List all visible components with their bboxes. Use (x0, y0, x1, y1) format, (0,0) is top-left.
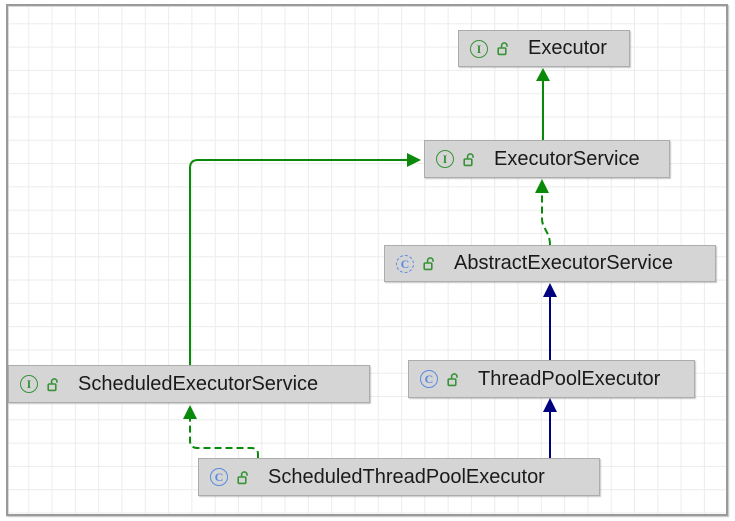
node-executor[interactable]: I Executor (458, 30, 630, 67)
node-scheduled-thread-pool-executor[interactable]: C ScheduledThreadPoolExecutor (198, 458, 600, 496)
node-executor-service[interactable]: I ExecutorService (424, 140, 670, 178)
edge-abstractexecutorservice-implements-executorservice[interactable] (535, 179, 551, 246)
interface-icon: I (436, 150, 454, 168)
interface-icon: I (470, 39, 488, 58)
edge-scheduledexecutorservice-extends-executorservice[interactable] (189, 153, 421, 365)
unlocked-icon (237, 470, 248, 484)
edge-executorservice-extends-executor[interactable] (536, 68, 550, 140)
abstract-class-icon: C (396, 254, 414, 273)
edge-scheduledthreadpoolexecutor-extends-threadpoolexecutor[interactable] (543, 398, 557, 458)
node-label: ExecutorService (494, 147, 640, 170)
edge-scheduledthreadpoolexecutor-implements-scheduledexecutorservice[interactable] (183, 405, 259, 458)
node-label: ScheduledThreadPoolExecutor (268, 465, 545, 488)
unlocked-icon (497, 42, 508, 56)
unlocked-icon (463, 152, 474, 166)
unlocked-icon (447, 372, 458, 386)
node-label: ScheduledExecutorService (78, 372, 319, 395)
edge-threadpoolexecutor-extends-abstractexecutorservice[interactable] (543, 283, 557, 360)
node-abstract-executor-service[interactable]: C AbstractExecutorService (384, 245, 716, 282)
unlocked-icon (423, 257, 434, 271)
node-thread-pool-executor[interactable]: C ThreadPoolExecutor (408, 360, 695, 398)
node-label: ThreadPoolExecutor (478, 367, 661, 390)
class-icon: C (420, 370, 438, 388)
class-icon: C (210, 468, 228, 486)
node-scheduled-executor-service[interactable]: I ScheduledExecutorService (8, 365, 370, 403)
node-label: AbstractExecutorService (454, 252, 673, 274)
node-label: Executor (528, 37, 607, 59)
unlocked-icon (47, 377, 58, 391)
interface-icon: I (20, 375, 38, 393)
